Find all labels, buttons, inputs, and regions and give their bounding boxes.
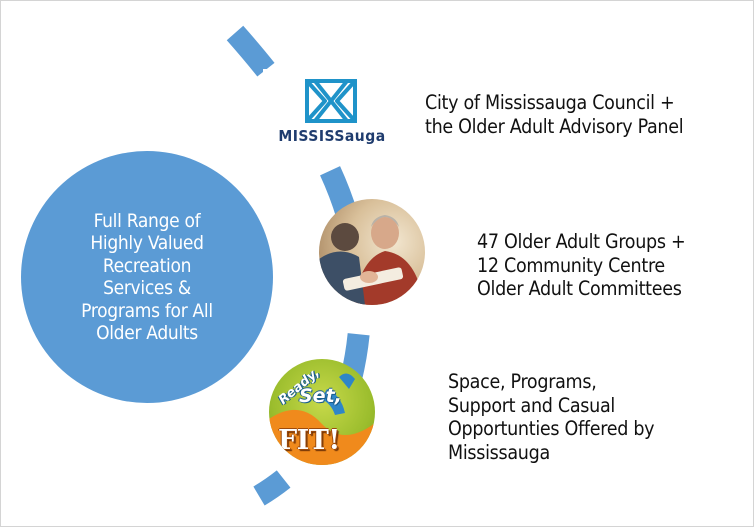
fit-word-text: FIT! bbox=[278, 425, 340, 456]
center-circle: Full Range of Highly Valued Recreation S… bbox=[21, 151, 273, 403]
item-label-council: City of Mississauga Council + the Older … bbox=[425, 91, 684, 138]
mississauga-logo: MISSISSauga bbox=[263, 69, 399, 157]
mississauga-wordmark: MISSISSauga bbox=[278, 127, 386, 145]
fit-set-text: Set, bbox=[299, 385, 342, 407]
older-adults-photo bbox=[319, 199, 425, 305]
ready-set-fit-logo: Ready, Set, FIT! bbox=[269, 359, 375, 465]
item-label-groups: 47 Older Adult Groups + 12 Community Cen… bbox=[477, 230, 686, 300]
item-label-space: Space, Programs, Support and Casual Oppo… bbox=[448, 370, 655, 464]
center-label: Full Range of Highly Valued Recreation S… bbox=[81, 209, 213, 345]
mississauga-mark-icon bbox=[305, 79, 357, 123]
photo-content bbox=[319, 215, 423, 305]
fit-background-icon bbox=[269, 373, 375, 465]
